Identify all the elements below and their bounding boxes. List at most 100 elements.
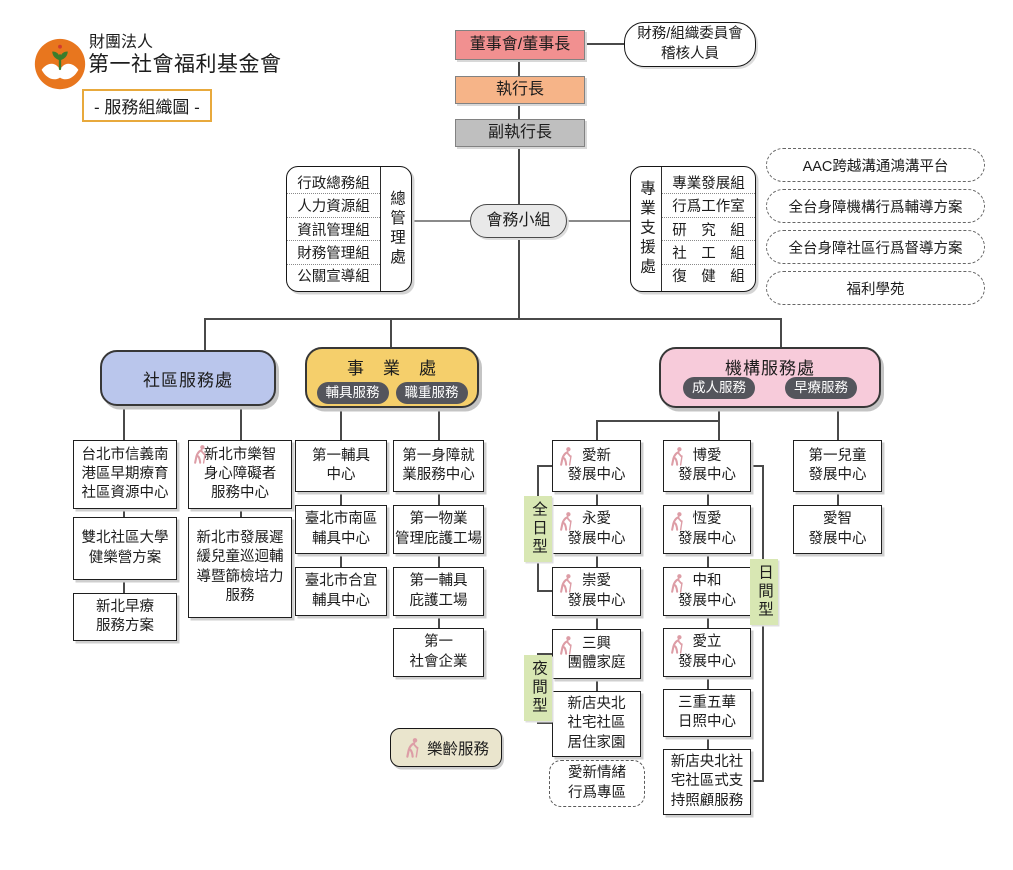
professional-support-label: 專業支援處: [631, 167, 662, 291]
professional-support-list: 專業發展組 行爲工作室 研 究 組 社 工 組 復 健 組: [662, 167, 755, 291]
org-box-label: 三興 團體家庭: [567, 635, 626, 671]
connector-line: [837, 492, 839, 505]
connector-line: [240, 509, 242, 517]
org-box: 雙北社區大學 健樂營方案: [73, 517, 177, 580]
org-box-label: 新北市樂智 身心障礙者 服務中心: [203, 446, 277, 502]
support-item: 專業發展組: [662, 171, 755, 195]
night-type-label: 夜間型: [524, 655, 552, 721]
org-box: 第一輔具 庇護工場: [393, 567, 484, 616]
connector-line: [340, 407, 342, 440]
professional-support-group: 專業支援處 專業發展組 行爲工作室 研 究 組 社 工 組 復 健 組: [630, 166, 756, 292]
deputy-ceo-box: 副執行長: [455, 119, 585, 147]
org-box: 第一輔具 中心: [295, 440, 387, 492]
org-box-label: 博愛 發展中心: [678, 447, 736, 483]
connector-line: [123, 406, 125, 440]
community-branch-title: 社區服務處: [143, 370, 233, 390]
connector-line: [718, 407, 720, 422]
elderly-person-icon: [557, 635, 576, 656]
support-item: 研 究 組: [662, 218, 755, 242]
org-box: 愛立 發展中心: [663, 628, 751, 677]
program-pill: 全台身障機構行爲輔導方案: [766, 189, 985, 223]
bracket-line: [750, 465, 764, 467]
org-box: 愛智 發展中心: [793, 505, 882, 554]
org-box: 三興 團體家庭: [552, 629, 641, 679]
full-day-type-label: 全日型: [524, 496, 552, 562]
elderly-person-icon: [668, 573, 687, 594]
chart-title-badge: - 服務組織圖 -: [82, 89, 212, 122]
admin-item: 財務管理組: [287, 241, 380, 265]
program-pill: 全台身障社區行爲督導方案: [766, 230, 985, 264]
connector-line: [438, 554, 440, 567]
connector-line: [438, 492, 440, 505]
connector-line: [707, 492, 709, 505]
org-box: 愛新 發展中心: [552, 440, 641, 492]
org-box-label: 愛新 發展中心: [567, 447, 626, 483]
connector-line: [596, 554, 598, 567]
connector-line: [123, 509, 125, 517]
bracket-line: [537, 653, 553, 655]
connector-line: [204, 318, 206, 350]
org-box-label: 恆愛 發展中心: [678, 511, 736, 547]
connector-line: [707, 554, 709, 567]
org-box: 第一物業 管理庇護工場: [393, 505, 484, 554]
admin-item: 行政總務組: [287, 171, 380, 195]
program-pill: 福利學苑: [766, 271, 985, 305]
general-admin-label: 總管理處: [388, 190, 405, 268]
connector-line: [567, 220, 630, 222]
org-box: 三重五華 日照中心: [663, 689, 751, 737]
org-box: 臺北市南區 輔具中心: [295, 505, 387, 554]
connector-line: [718, 420, 720, 440]
org-box: 博愛 發展中心: [663, 440, 751, 492]
admin-item: 人力資源組: [287, 194, 380, 218]
connector-line: [204, 318, 781, 320]
org-box-label: 中和 發展中心: [678, 573, 736, 609]
ceo-box: 執行長: [455, 76, 585, 104]
org-box: 第一兒童 發展中心: [793, 440, 882, 492]
elderly-person-icon: [668, 634, 687, 655]
institution-tag: 早療服務: [785, 377, 857, 399]
elderly-person-icon: [557, 511, 576, 532]
council-pill: 會務小組: [470, 204, 567, 238]
connector-line: [340, 554, 342, 567]
business-tag: 輔具服務: [316, 382, 389, 404]
org-box-label: 愛立 發展中心: [678, 634, 736, 670]
elderly-person-icon: [668, 446, 687, 467]
connector-line: [707, 737, 709, 749]
day-type-label: 日間型: [750, 559, 778, 625]
connector-line: [518, 60, 520, 76]
support-item: 社 工 組: [662, 241, 755, 265]
org-box: 新店央北 社宅社區 居住家園: [552, 691, 641, 757]
org-box: 第一 社會企業: [393, 628, 484, 677]
connector-line: [518, 104, 520, 119]
org-box: 新北市樂智 身心障礙者 服務中心: [188, 440, 292, 509]
elderly-person-icon: [557, 446, 576, 467]
program-pill: AAC跨越溝通鴻溝平台: [766, 148, 985, 182]
connector-line: [585, 43, 624, 45]
bracket-line: [537, 590, 553, 592]
org-box: 新北早療 服務方案: [73, 593, 177, 641]
business-tag: 職重服務: [395, 382, 468, 404]
org-box-label: 崇愛 發展中心: [567, 573, 626, 609]
institution-branch-title: 機構服務處: [725, 359, 815, 378]
org-box-label: 永愛 發展中心: [567, 511, 626, 547]
org-box: 新店央北社 宅社區式支 持照顧服務: [663, 749, 751, 815]
bracket-line: [537, 465, 553, 467]
org-box: 第一身障就 業服務中心: [393, 440, 484, 492]
org-box: 永愛 發展中心: [552, 505, 641, 554]
senior-service-label: 樂齡服務: [426, 740, 489, 758]
org-box-special: 愛新情緒 行爲專區: [549, 760, 645, 807]
bracket-line: [750, 780, 764, 782]
elderly-person-icon: [191, 444, 210, 465]
connector-line: [340, 492, 342, 505]
connector-line: [596, 492, 598, 505]
elderly-person-icon: [557, 573, 576, 594]
connector-line: [123, 580, 125, 593]
board-box: 董事會/董事長: [455, 30, 585, 60]
general-admin-list: 行政總務組 人力資源組 資訊管理組 財務管理組 公關宣導組: [287, 167, 381, 291]
connector-line: [780, 318, 782, 347]
org-box: 恆愛 發展中心: [663, 505, 751, 554]
connector-line: [412, 220, 470, 222]
org-box: 臺北市合宜 輔具中心: [295, 567, 387, 616]
admin-item: 資訊管理組: [287, 218, 380, 242]
general-admin-group: 行政總務組 人力資源組 資訊管理組 財務管理組 公關宣導組 總管理處: [286, 166, 412, 292]
